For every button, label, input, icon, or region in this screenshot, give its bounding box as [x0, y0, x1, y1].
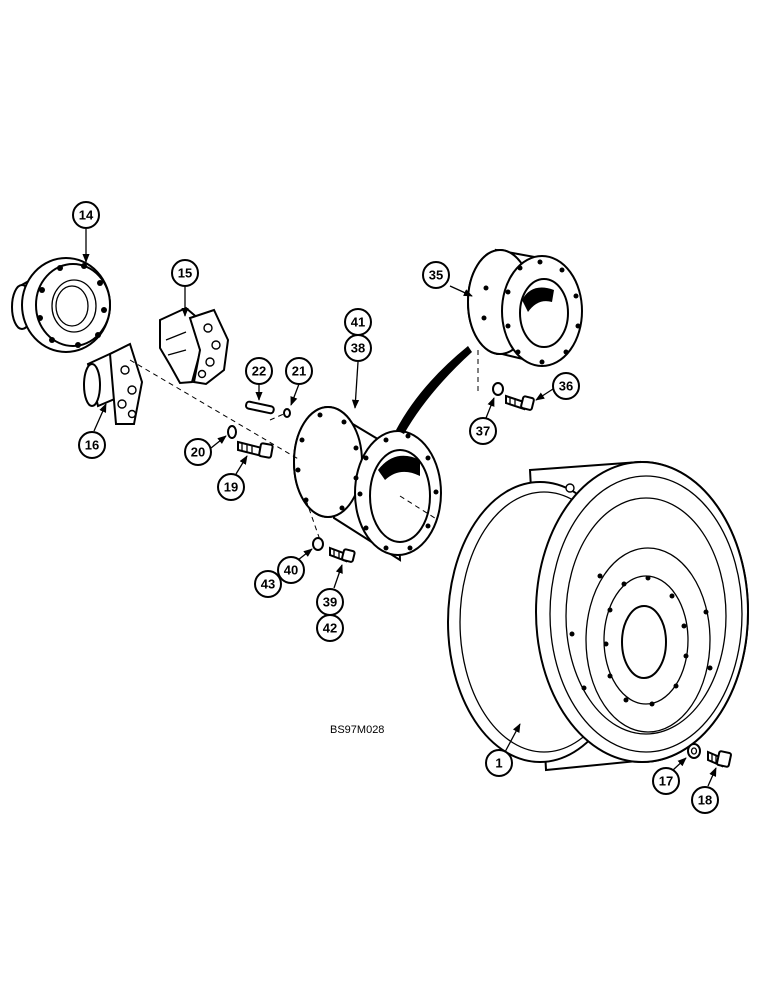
svg-text:38: 38	[351, 341, 365, 356]
wheel-rim-part-1	[447, 460, 749, 772]
spacer-part-35	[467, 248, 583, 367]
svg-text:41: 41	[351, 315, 365, 330]
svg-text:16: 16	[85, 438, 99, 453]
callout-1: 1	[485, 749, 513, 777]
callout-37: 37	[469, 417, 497, 445]
callout-22: 22	[245, 357, 273, 385]
callout-19: 19	[217, 473, 245, 501]
bolt-part-36	[505, 394, 535, 411]
callout-16: 16	[78, 431, 106, 459]
callout-41: 41	[344, 308, 372, 336]
wheel-bolt-part-18	[707, 750, 732, 768]
washer-part-37	[492, 382, 504, 396]
callout-20: 20	[184, 438, 212, 466]
svg-text:19: 19	[224, 480, 238, 495]
svg-text:36: 36	[559, 379, 573, 394]
pin-part-22	[245, 400, 275, 415]
callout-35: 35	[422, 261, 450, 289]
washer-part-17	[687, 743, 701, 759]
figure-code: BS97M028	[330, 724, 384, 736]
svg-text:43: 43	[261, 577, 275, 592]
svg-text:21: 21	[292, 364, 306, 379]
svg-text:37: 37	[476, 424, 490, 439]
callout-36: 36	[552, 372, 580, 400]
hub-part-14	[11, 257, 111, 353]
svg-text:14: 14	[79, 208, 94, 223]
callout-21: 21	[285, 357, 313, 385]
svg-text:35: 35	[429, 268, 443, 283]
svg-text:1: 1	[495, 756, 502, 771]
washer-part-20	[227, 425, 237, 439]
washer-part-40-43	[312, 537, 324, 551]
callout-18: 18	[691, 786, 719, 814]
flange-part-16	[83, 342, 144, 425]
callout-42: 42	[316, 614, 344, 642]
svg-text:39: 39	[323, 595, 337, 610]
flange-part-15	[159, 306, 230, 386]
callout-43: 43	[254, 570, 282, 598]
callout-39: 39	[316, 588, 344, 616]
svg-text:15: 15	[178, 266, 192, 281]
callout-15: 15	[171, 259, 199, 287]
callout-17: 17	[652, 767, 680, 795]
leader-lines	[82, 229, 717, 787]
callout-14: 14	[72, 201, 100, 229]
svg-text:18: 18	[698, 793, 712, 808]
curved-pointer	[396, 346, 472, 434]
assembly-centerlines	[129, 350, 479, 541]
svg-text:40: 40	[284, 563, 298, 578]
callout-38: 38	[344, 334, 372, 362]
bolt-part-39-42	[329, 546, 356, 563]
clip-part-21	[283, 408, 291, 418]
bolt-part-19	[237, 440, 274, 459]
svg-text:42: 42	[323, 621, 337, 636]
svg-text:22: 22	[252, 364, 266, 379]
callout-40: 40	[277, 556, 305, 584]
svg-text:20: 20	[191, 445, 205, 460]
svg-text:17: 17	[659, 774, 673, 789]
spacer-part-41-38	[293, 406, 442, 562]
